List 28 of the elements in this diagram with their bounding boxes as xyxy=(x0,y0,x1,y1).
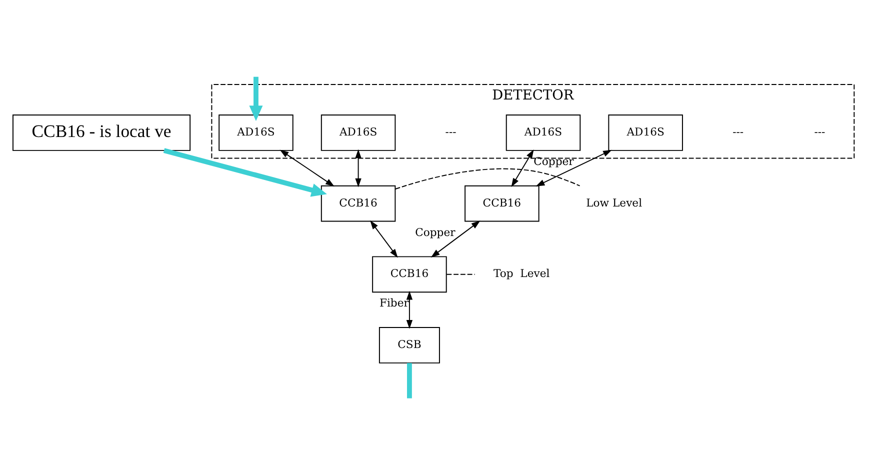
node-box: AD16S xyxy=(506,114,581,150)
node-box: AD16S xyxy=(218,114,294,150)
edge-label: Copper xyxy=(415,226,456,239)
node-box: CCB16 - is locat ve xyxy=(12,114,191,150)
label: --- xyxy=(445,124,456,138)
connector xyxy=(446,273,476,274)
arrow xyxy=(370,220,398,258)
arrow xyxy=(511,148,534,187)
edge-label: Fiber xyxy=(379,296,409,309)
arrow xyxy=(163,148,327,196)
node-box: AD16S xyxy=(608,114,683,150)
node-box: CCB16 xyxy=(320,184,396,222)
node-box: CCB16 xyxy=(372,256,447,292)
label: --- xyxy=(732,124,744,138)
node-box: CCB16 xyxy=(464,184,540,222)
node-text: Low Level xyxy=(586,196,642,209)
arrow xyxy=(406,290,413,328)
label: --- xyxy=(814,124,826,138)
node-box: AD16S xyxy=(320,114,396,150)
node-text: Top Level xyxy=(494,266,550,280)
arrow xyxy=(249,76,263,121)
connector xyxy=(394,168,580,189)
connector xyxy=(407,362,412,398)
arrow xyxy=(536,149,612,186)
node-box: CSB xyxy=(378,326,440,363)
arrow xyxy=(430,220,480,257)
arrow xyxy=(355,148,362,187)
arrow xyxy=(280,149,334,186)
